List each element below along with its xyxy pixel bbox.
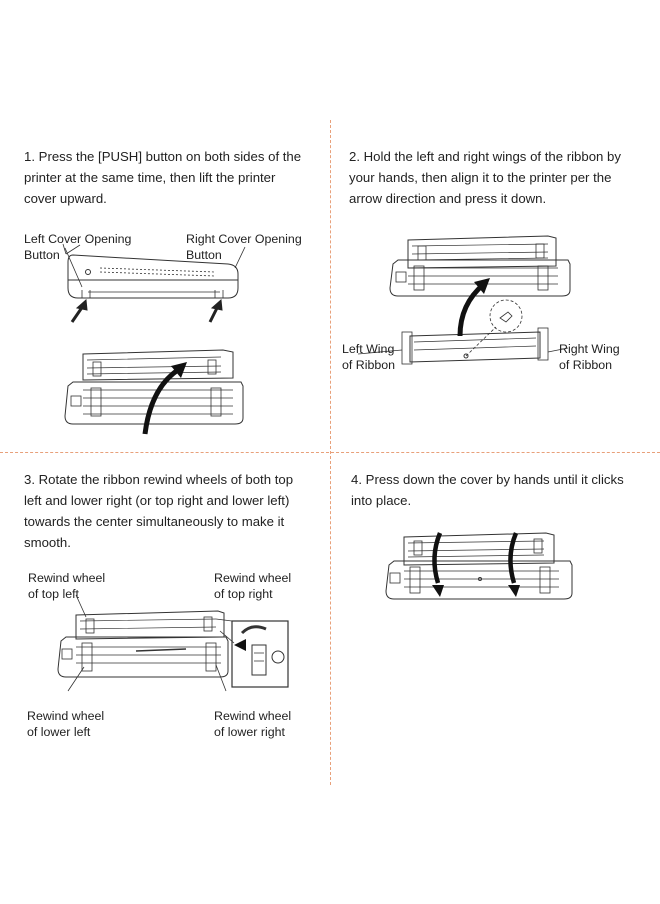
step-1-text: 1. Press the [PUSH] button on both sides… [24, 149, 302, 206]
rewind-wheel-lower-left-label: Rewind wheel of lower left [27, 709, 105, 739]
printer-closed-illustration [62, 243, 246, 323]
step-2-text: 2. Hold the left and right wings of the … [349, 149, 621, 206]
step-3-text: 3. Rotate the ribbon rewind wheels of bo… [24, 472, 294, 550]
printer-open-illustration [64, 349, 244, 435]
rewind-wheel-illustration [57, 594, 289, 692]
ribbon-insertion-illustration [357, 235, 571, 365]
press-cover-illustration [385, 532, 573, 600]
rewind-wheel-top-left-label: Rewind wheel of top left [28, 571, 106, 601]
left-wing-ribbon-label: Left Wing of Ribbon [342, 342, 396, 372]
right-wing-ribbon-label: Right Wing of Ribbon [559, 342, 620, 372]
right-cover-button-label: Right Cover Opening Button [186, 232, 302, 262]
horizontal-divider [0, 452, 660, 453]
left-cover-button-label: Left Cover Opening Button [24, 232, 132, 262]
rewind-wheel-lower-right-label: Rewind wheel of lower right [214, 709, 292, 739]
step-4-text: 4. Press down the cover by hands until i… [351, 472, 624, 508]
rewind-wheel-top-right-label: Rewind wheel of top right [214, 571, 292, 601]
